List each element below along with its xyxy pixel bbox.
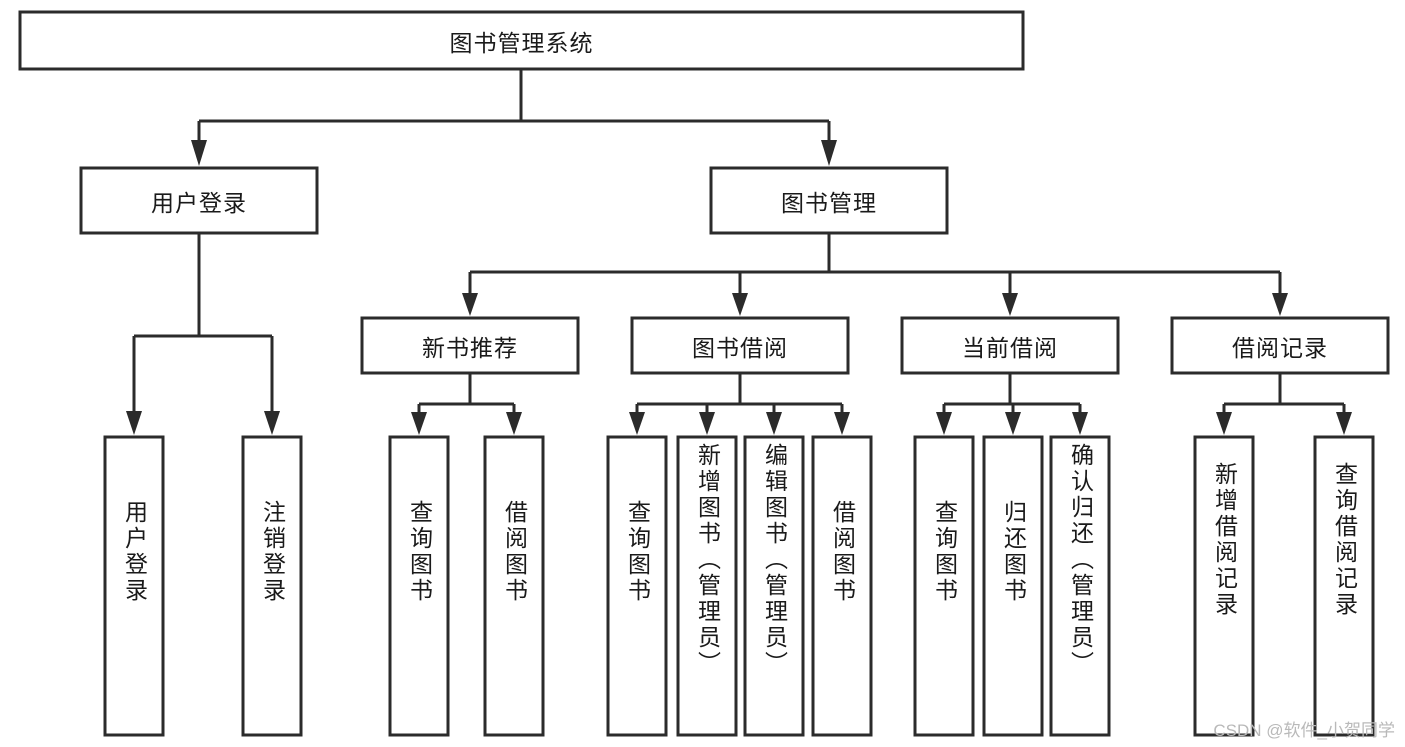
leaf-box-confirm-return-admin[interactable]: [1049, 435, 1111, 737]
arrow-head-icon: [264, 411, 280, 435]
arrow-head-icon: [126, 411, 142, 435]
leaf-box-borrow-book-rec[interactable]: [483, 435, 545, 737]
arrow-head-icon: [1216, 412, 1232, 435]
connector-book-management-to-level3: [462, 233, 1288, 316]
arrow-head-icon: [766, 412, 782, 435]
connector-new-book-recommend-to-leaves: [411, 373, 522, 435]
leaf-box-query-book-current[interactable]: [913, 435, 975, 737]
leaf-box-user-logout[interactable]: [241, 435, 303, 737]
leaf-box-add-borrow-record[interactable]: [1193, 435, 1255, 737]
arrow-head-icon: [821, 140, 837, 166]
node-box-current-borrow[interactable]: [900, 316, 1120, 375]
node-box-root[interactable]: [18, 10, 1025, 71]
node-box-user-login[interactable]: [79, 166, 319, 235]
connector-root-to-level2: [191, 69, 837, 166]
arrow-head-icon: [834, 412, 850, 435]
arrow-head-icon: [1002, 293, 1018, 316]
arrow-head-icon: [462, 293, 478, 316]
node-box-book-management[interactable]: [709, 166, 949, 235]
arrow-head-icon: [506, 412, 522, 435]
connector-user-login-to-leaves: [126, 233, 280, 435]
arrow-head-icon: [411, 412, 427, 435]
arrow-head-icon: [1272, 293, 1288, 316]
arrow-head-icon: [699, 412, 715, 435]
arrow-head-icon: [1072, 412, 1088, 435]
arrow-head-icon: [629, 412, 645, 435]
leaf-box-return-book[interactable]: [982, 435, 1044, 737]
connector-book-borrow-to-leaves: [629, 373, 850, 435]
arrow-head-icon: [936, 412, 952, 435]
node-box-borrow-record[interactable]: [1170, 316, 1390, 375]
arrow-head-icon: [732, 293, 748, 316]
node-box-new-book-recommend[interactable]: [360, 316, 580, 375]
arrow-head-icon: [191, 140, 207, 166]
arrow-head-icon: [1005, 412, 1021, 435]
leaf-box-add-book-admin[interactable]: [676, 435, 738, 737]
connector-borrow-record-to-leaves: [1216, 373, 1352, 435]
leaf-box-query-borrow-record[interactable]: [1313, 435, 1375, 737]
leaf-box-user-login[interactable]: [103, 435, 165, 737]
connector-current-borrow-to-leaves: [936, 373, 1088, 435]
leaf-box-borrow-book[interactable]: [811, 435, 873, 737]
leaf-box-query-book-borrow[interactable]: [606, 435, 668, 737]
arrow-head-icon: [1336, 412, 1352, 435]
node-box-book-borrow[interactable]: [630, 316, 850, 375]
leaf-box-query-book-rec[interactable]: [388, 435, 450, 737]
leaf-box-edit-book-admin[interactable]: [743, 435, 805, 737]
